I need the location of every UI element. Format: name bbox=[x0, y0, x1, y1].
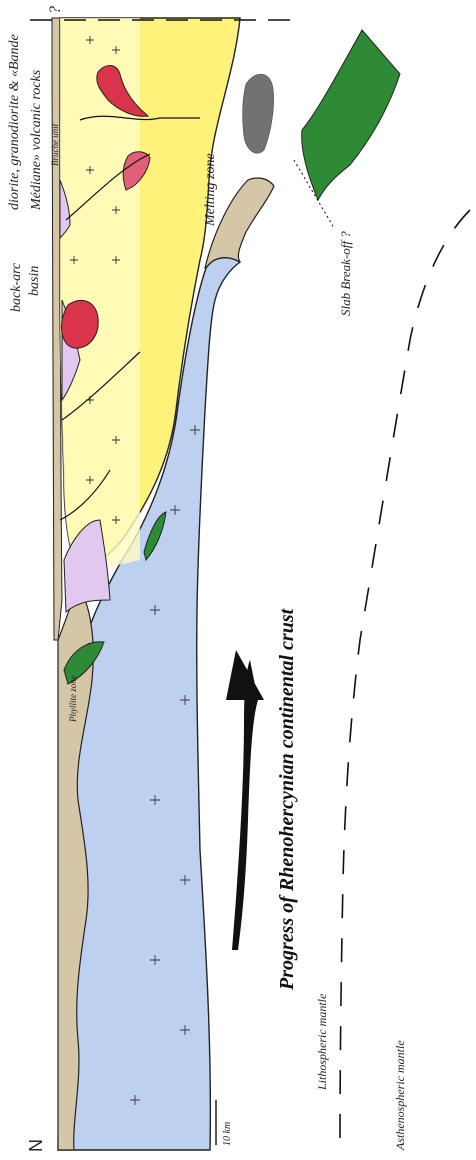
north-label: N bbox=[26, 1139, 46, 1152]
back-arc-label-line1: back-arc bbox=[9, 262, 24, 312]
scale-label: 10 km bbox=[222, 1122, 233, 1146]
progress-arrow bbox=[226, 650, 264, 950]
bande-label-line2: Médiane» volcanic rocks bbox=[29, 69, 44, 211]
melting-zone-label: Melting zone bbox=[203, 153, 218, 227]
slab-breakoff-body bbox=[302, 30, 400, 200]
progress-label: Progress of Rhenohercynian continental c… bbox=[276, 607, 298, 991]
bande-label-line1: diorite, granodiorite & «Bande bbox=[7, 34, 22, 210]
back-arc-label-line2: basin bbox=[27, 266, 42, 296]
bruche-unit-label: Bruche unit bbox=[50, 123, 60, 166]
lithosphere-asthenosphere-boundary bbox=[340, 210, 470, 1150]
question-mark-label: ? bbox=[47, 6, 64, 14]
slab-breakoff-label: Slab Break-off ? bbox=[338, 231, 353, 316]
asthenospheric-mantle-label: Asthenospheric mantle bbox=[393, 1040, 407, 1151]
lithospheric-mantle-label: Lithospheric mantle bbox=[315, 993, 329, 1091]
phyllite-zone-label: Phyllite zone bbox=[68, 675, 78, 723]
detached-slab-fragment bbox=[243, 74, 274, 153]
